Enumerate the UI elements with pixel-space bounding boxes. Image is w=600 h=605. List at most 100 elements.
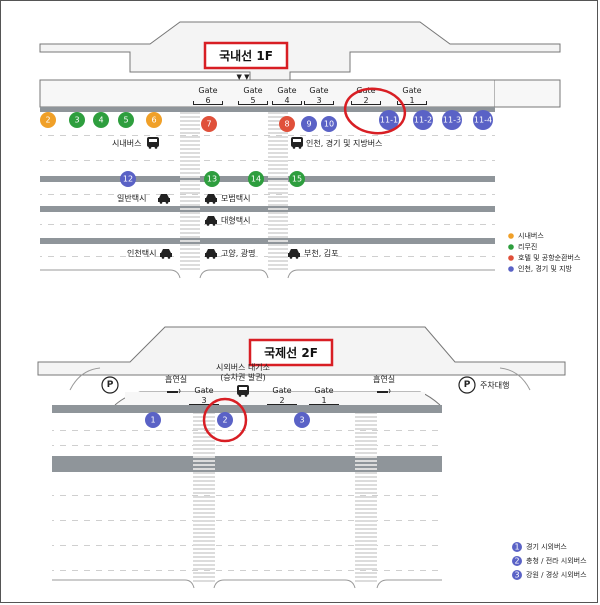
gate-number: 3 — [201, 396, 206, 405]
gate-word: Gate — [272, 386, 291, 395]
bus-stop-label: 10 — [324, 120, 334, 129]
bus-waiting-subtext: (승차권 발권) — [220, 372, 266, 382]
domestic-title: 국내선 1F — [219, 48, 273, 63]
taxi-icon — [205, 194, 217, 204]
bus-stop-label: 11-3 — [443, 116, 461, 125]
gate-marker — [238, 104, 268, 105]
lane-line — [40, 224, 495, 225]
crosswalk — [193, 413, 215, 583]
legend-number: 3 — [514, 571, 519, 580]
gate-word: Gate — [194, 386, 213, 395]
highlight-circle-11-1 — [343, 87, 407, 135]
parking-icon — [458, 376, 476, 394]
incheon-bus-text: 인천, 경기 및 지방버스 — [306, 138, 382, 148]
bus-icon — [237, 385, 249, 397]
gate-word: Gate — [277, 86, 296, 95]
bucheon-taxi-text: 부천, 김포 — [304, 248, 339, 258]
domestic-section: 국내선 1F ▼ ▼ Gate6Gate5Gate4Gate3Gate2Gate… — [39, 21, 581, 279]
international-curb — [52, 405, 442, 413]
gate-marker — [267, 404, 297, 405]
bus-stop-label: 9 — [306, 120, 311, 129]
bus-stop-label: 7 — [206, 120, 211, 129]
legend-swatch — [508, 255, 514, 261]
lane-line — [52, 430, 442, 431]
bus-stop-label: 11-2 — [414, 116, 432, 125]
ramp-right — [499, 367, 531, 391]
bus-stop-label: 15 — [292, 175, 302, 184]
legend-item: 시내버스 — [518, 231, 544, 240]
lane-line — [40, 194, 495, 195]
incheon-taxi-text: 인천택시 — [127, 248, 156, 258]
legend-item: 호텔 및 공항순환버스 — [518, 253, 581, 262]
bus-stop-label: 12 — [123, 175, 133, 184]
bus-stop-label: 11-1 — [380, 116, 398, 125]
gate-number: 3 — [316, 96, 321, 105]
gate-word: Gate — [309, 86, 328, 95]
legend-item: 강원 / 경상 시외버스 — [526, 570, 587, 579]
bus-stop-7 — [201, 116, 217, 132]
bus-stop-5 — [118, 112, 134, 128]
gate-number: 5 — [250, 96, 255, 105]
international-title-box — [248, 338, 334, 367]
lane-line — [40, 160, 495, 161]
smoking-icon — [377, 388, 391, 394]
lane-line — [40, 135, 495, 136]
bus-stop-label: 5 — [123, 116, 128, 125]
ramp-left — [69, 367, 101, 391]
road-edge — [376, 579, 442, 589]
parking-icon — [101, 376, 119, 394]
legend-item: 인천, 경기 및 지방 — [518, 264, 573, 273]
gate-marker — [238, 101, 239, 105]
bus-stop-12 — [120, 171, 136, 187]
lane-line — [52, 445, 442, 446]
gate-marker — [222, 101, 223, 105]
legend-swatch — [512, 570, 522, 580]
legend-swatch — [508, 266, 514, 272]
general-taxi-text: 일반택시 — [117, 193, 146, 203]
bus-stop-1 — [145, 412, 161, 428]
road-edge — [199, 269, 269, 279]
gate-number: 4 — [284, 96, 289, 105]
domestic-curb — [40, 107, 495, 112]
gate-marker — [426, 101, 427, 105]
domestic-title-box — [203, 41, 289, 70]
lane-line — [52, 545, 442, 546]
domestic-road-2 — [40, 206, 495, 212]
bus-stop-2 — [40, 112, 56, 128]
bus-stop-label: 3 — [74, 116, 79, 125]
bus-stop-2 — [217, 412, 233, 428]
model-taxi-text: 모범택시 — [221, 193, 250, 203]
bus-stop-13 — [204, 171, 220, 187]
gate-word: Gate — [243, 86, 262, 95]
bus-stop-14 — [248, 171, 264, 187]
domestic-road-3 — [40, 238, 495, 244]
bus-stop-10 — [321, 116, 337, 132]
legend-number: 1 — [514, 543, 519, 552]
lane-line — [52, 570, 442, 571]
smoking-icon — [167, 388, 181, 394]
crosswalk — [355, 413, 377, 583]
bus-stop-label: 4 — [98, 116, 103, 125]
gate-marker — [304, 104, 334, 105]
legend-swatch — [508, 244, 514, 250]
gate-word: Gate — [198, 86, 217, 95]
international-road — [52, 456, 442, 472]
road-edge — [40, 269, 181, 279]
bus-stop-15 — [289, 171, 305, 187]
gate-marker — [397, 104, 427, 105]
gate-word: Gate — [314, 386, 333, 395]
city-bus-text: 시내버스 — [112, 138, 141, 148]
legend-swatch — [512, 556, 522, 566]
gate-number: 1 — [409, 96, 414, 105]
bus-waiting-text: 시외버스 대기소 — [216, 362, 270, 372]
incheon-bus-label: 인천, 경기 및 지방버스 — [291, 137, 382, 149]
taxi-icon — [288, 249, 300, 259]
